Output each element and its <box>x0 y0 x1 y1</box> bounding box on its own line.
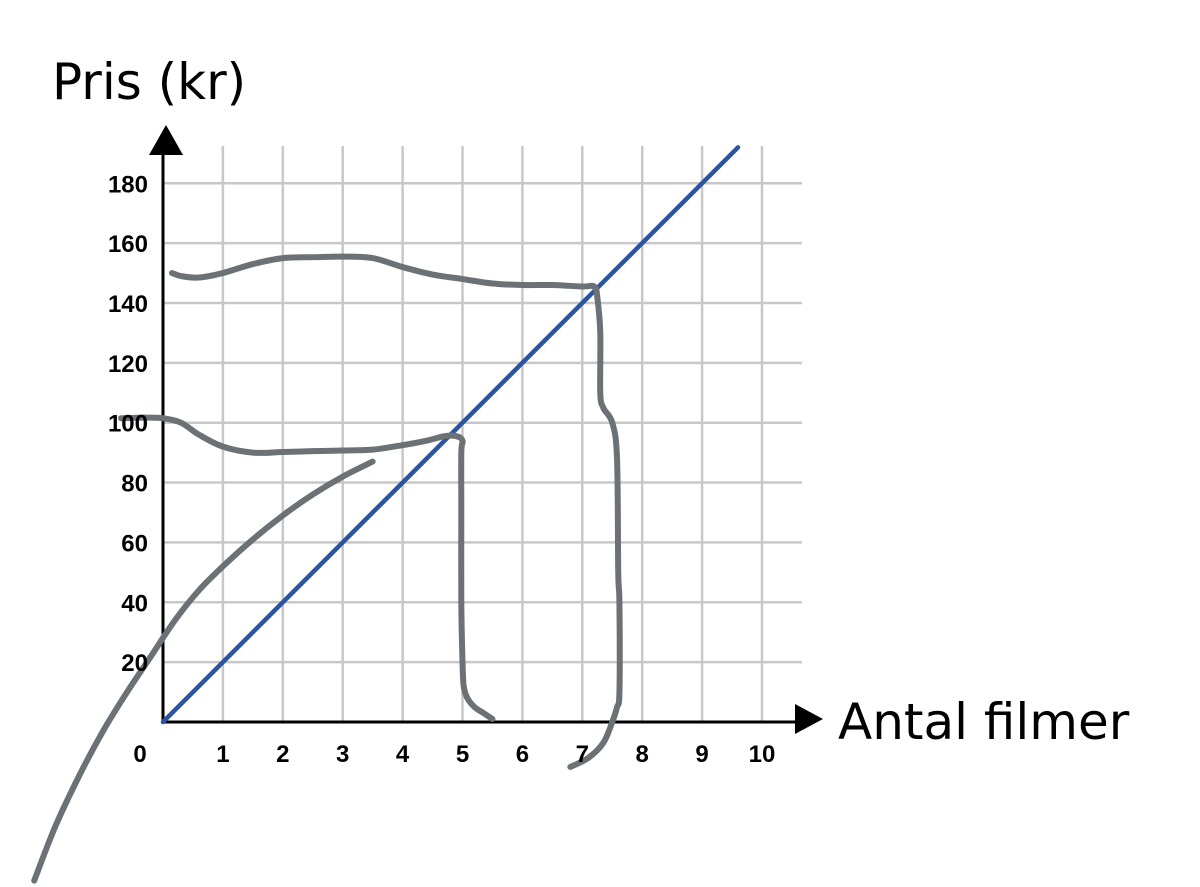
x-tick-label: 4 <box>396 741 410 768</box>
x-axis-arrow <box>795 704 823 734</box>
label-layer: 0 1 2 3 4 5 6 7 8 9 10 20 40 60 80 100 120 140 160 180Antal… <box>52 53 1130 768</box>
annotation-layer <box>31 253 623 884</box>
x-tick-label: 9 <box>695 741 708 768</box>
y-tick-label: 80 <box>121 471 148 498</box>
y-tick-label: 140 <box>108 291 148 318</box>
x-tick-label: 5 <box>456 741 469 768</box>
handwritten-stroke <box>31 458 376 884</box>
y-tick-label: 120 <box>108 351 148 378</box>
y-tick-label: 40 <box>121 590 148 617</box>
axes <box>149 125 823 734</box>
x-tick-label: 3 <box>336 741 349 768</box>
x-axis-title: Antal filmer <box>838 693 1130 751</box>
x-tick-label: 8 <box>636 741 649 768</box>
x-tick-label: 0 <box>133 741 146 768</box>
x-tick-label: 2 <box>276 741 289 768</box>
grid <box>163 146 802 722</box>
y-tick-label: 180 <box>108 171 148 198</box>
y-tick-label: 60 <box>121 530 148 557</box>
y-axis-arrow <box>149 125 183 155</box>
x-tick-label: 6 <box>516 741 529 768</box>
handwritten-stroke <box>168 253 623 770</box>
x-tick-label: 7 <box>576 741 589 768</box>
handwritten-stroke <box>118 414 496 723</box>
x-tick-label: 10 <box>749 741 776 768</box>
y-tick-label: 100 <box>108 411 148 438</box>
y-tick-label: 20 <box>121 650 148 677</box>
y-axis-title: Pris (kr) <box>52 53 246 111</box>
y-tick-label: 160 <box>108 231 148 258</box>
x-tick-label: 1 <box>216 741 229 768</box>
